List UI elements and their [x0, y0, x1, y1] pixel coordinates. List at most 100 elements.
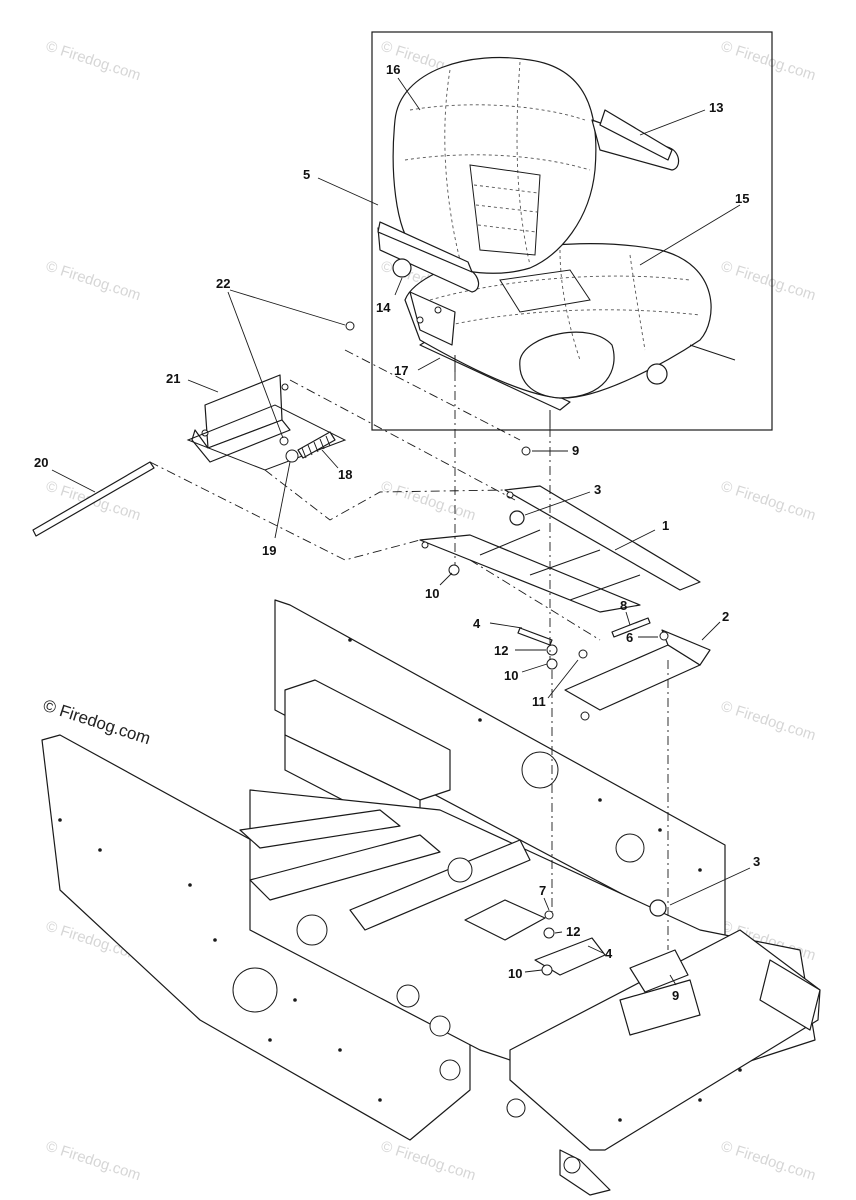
spring-coils — [301, 435, 331, 459]
rear-bar — [619, 979, 701, 1036]
callout-5: 5 — [303, 167, 310, 182]
rear-knob — [646, 363, 668, 385]
backrest-center-ribs — [473, 184, 539, 233]
align-bracket — [264, 469, 506, 521]
hole-dot-9 — [698, 868, 702, 872]
leader-7 — [543, 897, 550, 911]
hole-dot-15 — [348, 638, 352, 642]
hole-dot-11 — [698, 1098, 702, 1102]
washer-19 — [285, 449, 299, 463]
stud-3-lower — [649, 899, 667, 917]
slide-rail-1 — [419, 534, 641, 613]
leader-18 — [321, 449, 339, 469]
align-rod — [149, 461, 421, 561]
callout-6: 6 — [626, 630, 633, 645]
leader-3b — [669, 867, 751, 906]
opening-10 — [563, 1156, 581, 1174]
align-plate — [469, 559, 601, 641]
leader-5 — [317, 177, 379, 206]
leader-20 — [51, 469, 96, 493]
leader-lines — [51, 77, 751, 986]
leader-4a — [489, 622, 523, 629]
leader-22b — [227, 291, 284, 439]
bracket-9-lower — [629, 949, 689, 993]
watermark-9: © Firedog.com — [719, 478, 818, 525]
callout-21: 21 — [166, 371, 180, 386]
nut-22 — [279, 436, 289, 446]
bolt-11 — [578, 649, 588, 659]
cross-member-1 — [239, 809, 401, 849]
leader-9b — [669, 974, 677, 986]
leader-8 — [625, 611, 631, 626]
left-armrest-pad — [377, 221, 473, 273]
leader-4b — [587, 945, 604, 954]
seat-mount-parts — [32, 321, 711, 721]
slide-rail-cross-1 — [479, 529, 641, 601]
seat-cushion-front — [519, 331, 615, 399]
callout-4-top: 4 — [473, 616, 481, 631]
top-nut — [345, 321, 355, 331]
watermark-6: © Firedog.com — [719, 258, 818, 305]
callout-19: 19 — [262, 543, 276, 558]
align-top — [344, 349, 521, 441]
callout-8: 8 — [620, 598, 627, 613]
right-armrest-pad — [599, 109, 673, 161]
leader-10a — [439, 572, 453, 586]
opening-1 — [232, 967, 278, 1013]
hole-dot-12 — [618, 1118, 622, 1122]
cushion-center-strip — [499, 269, 591, 313]
front-bar — [559, 1149, 611, 1196]
rail-stud — [509, 510, 525, 526]
watermark-15: © Firedog.com — [44, 1138, 143, 1185]
callout-17: 17 — [394, 363, 408, 378]
hole-dot-2 — [188, 883, 192, 887]
spring-18 — [297, 431, 336, 459]
right-frame-rail — [509, 929, 821, 1151]
opening-5 — [447, 857, 473, 883]
watermark-1: © Firedog.com — [44, 38, 143, 85]
leader-17 — [417, 357, 441, 371]
leader-14 — [394, 277, 403, 296]
hole-dot-7 — [598, 798, 602, 802]
leader-15 — [639, 204, 741, 266]
seat-backrest — [392, 56, 597, 274]
callout-2: 2 — [722, 609, 729, 624]
callout-16: 16 — [386, 62, 400, 77]
hole-dot-16 — [478, 718, 482, 722]
leader-13 — [639, 109, 706, 136]
bolt-4 — [517, 627, 553, 646]
center-opening — [464, 899, 546, 941]
opening-2 — [296, 914, 328, 946]
callout-4-bottom: 4 — [605, 946, 613, 961]
opening-6 — [521, 751, 559, 789]
leader-10c — [524, 969, 543, 973]
opening-7 — [615, 833, 645, 863]
bracket-2-hole — [580, 711, 590, 721]
leader-21 — [187, 379, 219, 393]
cross-member-2 — [249, 834, 441, 901]
backrest-pattern — [404, 61, 591, 266]
callout-9-bottom: 9 — [672, 988, 679, 1003]
leader-19 — [274, 461, 291, 539]
callout-3-bottom: 3 — [753, 854, 760, 869]
leader-11 — [547, 659, 579, 699]
bracket-bolt-1 — [416, 316, 424, 324]
leader-3a — [524, 491, 591, 516]
watermark-17: © Firedog.com — [719, 1138, 818, 1185]
leader-22a — [229, 289, 346, 326]
watermark-8: © Firedog.com — [379, 478, 478, 525]
left-side-panel — [41, 734, 471, 1141]
callout-12-bottom: 12 — [566, 924, 580, 939]
hole-dot-10 — [738, 1068, 742, 1072]
bolt-7 — [544, 910, 554, 920]
opening-9 — [506, 1098, 526, 1118]
washer-12 — [546, 644, 558, 656]
watermark-3: © Firedog.com — [719, 38, 818, 85]
opening-8 — [439, 1059, 461, 1081]
leader-12b — [554, 931, 563, 934]
nut-10-lower — [541, 964, 553, 976]
bracket-bolt-2 — [434, 306, 442, 314]
leader-1 — [614, 529, 656, 551]
watermark-16: © Firedog.com — [379, 1138, 478, 1185]
callout-11: 11 — [532, 694, 546, 709]
